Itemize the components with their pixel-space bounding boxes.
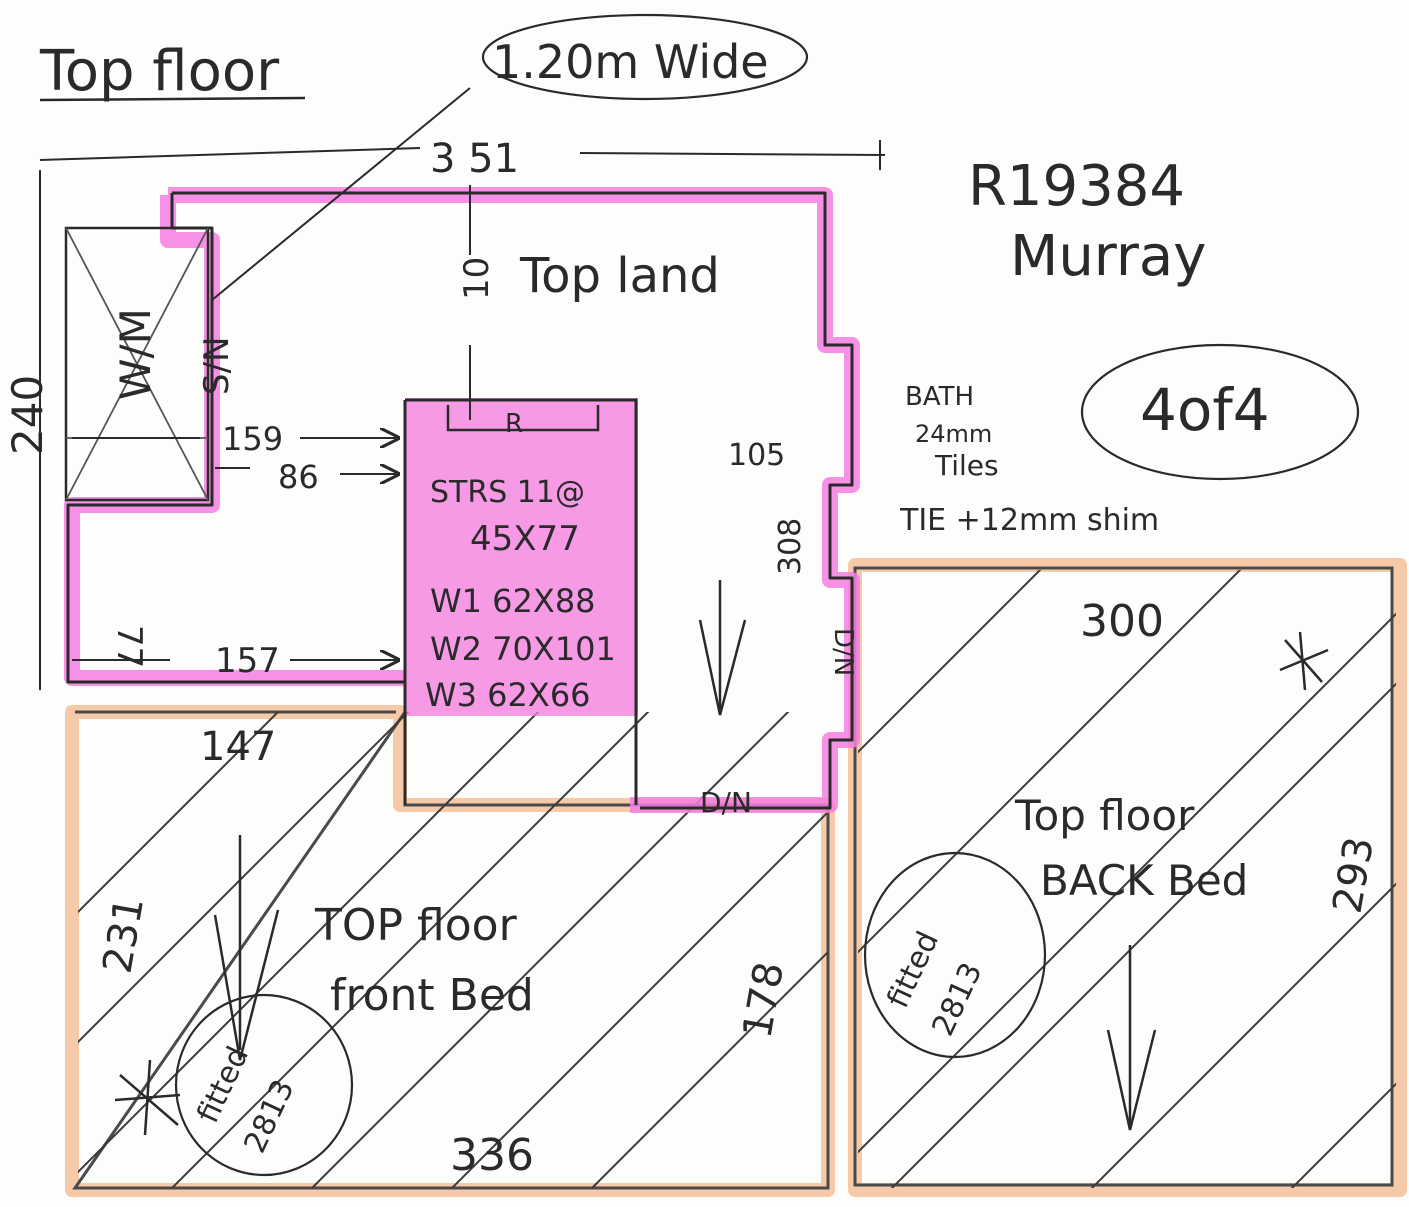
bath-note-1: BATH xyxy=(905,382,974,412)
dim-bath-width: 105 xyxy=(728,438,785,473)
door-label-bottom: D/N xyxy=(700,786,752,819)
dim-front-top: 147 xyxy=(200,724,276,770)
front-room-name-2: front Bed xyxy=(330,970,534,1021)
back-bed-arrow xyxy=(1106,945,1157,1131)
dim-bath-depth: 308 xyxy=(773,518,808,575)
label-wm: W/M xyxy=(111,308,160,400)
label-sn: S/N xyxy=(197,337,237,395)
page-badge-ellipse xyxy=(1080,343,1360,481)
page-title: Top floor xyxy=(39,39,280,104)
back-bedroom-hatching xyxy=(858,570,1396,1188)
front-room-name-1: TOP floor xyxy=(314,900,518,951)
bath-note-3: Tiles xyxy=(934,449,999,482)
wm-cupboard xyxy=(64,226,210,502)
stairs-w3: W3 62X66 xyxy=(425,676,591,714)
door-label-right: D/N xyxy=(828,628,858,676)
front-bed-arrow xyxy=(213,835,280,1061)
stairs-line-2: 45X77 xyxy=(470,519,580,559)
dim-back-right: 293 xyxy=(1325,834,1384,917)
dim-back-top: 300 xyxy=(1080,596,1164,647)
title-underline xyxy=(39,96,306,102)
back-fitted-ellipse xyxy=(863,851,1047,1059)
width-callout: 1.20m Wide xyxy=(492,35,769,89)
tile-note: TIE +12mm shim xyxy=(899,503,1159,538)
dim-sn-to-stairs: 86 xyxy=(278,458,319,496)
width-callout-ellipse xyxy=(481,13,809,101)
dim-overall-width: 3 51 xyxy=(430,136,519,182)
back-room-name-1: Top floor xyxy=(1014,791,1195,840)
dim-overall-height: 240 xyxy=(3,375,52,455)
dim-front-left: 231 xyxy=(95,894,154,977)
front-fitted-2: 2813 xyxy=(238,1074,302,1158)
stairs-block xyxy=(405,398,638,716)
dim-wm-to-stairs: 159 xyxy=(222,420,283,458)
dim-side-depth: 77 xyxy=(109,625,149,668)
dimension-lines xyxy=(39,87,886,690)
front-fitted-1: fitted xyxy=(191,1041,256,1128)
dim-landing-depth: 10 xyxy=(457,257,497,300)
dim-side-width: 157 xyxy=(215,641,280,681)
dim-front-bottom: 336 xyxy=(450,1130,534,1181)
reference-number: R19384 xyxy=(968,154,1185,219)
stairs-w1: W1 62X88 xyxy=(430,582,596,620)
back-room-name-2: BACK Bed xyxy=(1040,856,1248,905)
landing-down-arrow xyxy=(698,580,747,716)
dim-front-right: 178 xyxy=(735,959,794,1042)
stairs-line-1: STRS 11@ xyxy=(430,475,585,510)
label-top-land: Top land xyxy=(519,248,720,304)
front-fitted-ellipse xyxy=(174,993,354,1177)
page-indicator: 4of4 xyxy=(1140,376,1270,444)
asterisk-marks xyxy=(114,631,1329,1136)
bath-note-2: 24mm xyxy=(915,420,992,448)
back-bedroom xyxy=(848,558,1407,1197)
back-fitted-1: fitted xyxy=(881,926,946,1013)
label-riser: R xyxy=(505,409,523,439)
landing-area xyxy=(64,187,860,813)
customer-name: Murray xyxy=(1010,224,1206,289)
stairs-w2: W2 70X101 xyxy=(430,630,616,668)
